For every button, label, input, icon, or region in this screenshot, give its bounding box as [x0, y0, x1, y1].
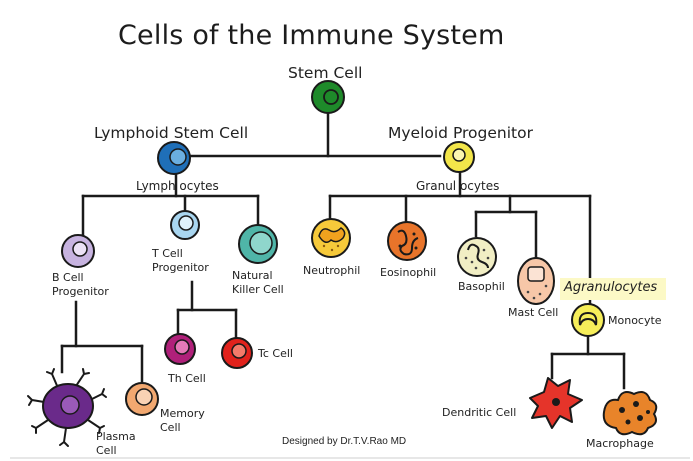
- lymphocytes-label: Lymph ocytes: [136, 179, 219, 193]
- natural-killer-cell-label: Natural Killer Cell: [232, 269, 284, 296]
- neutrophil-icon: [311, 218, 351, 258]
- eosinophil-label: Eosinophil: [380, 266, 437, 279]
- designer-credit: Designed by Dr.T.V.Rao MD: [282, 436, 407, 447]
- myeloid-progenitor-icon: [443, 141, 475, 173]
- dendritic-cell-icon: [529, 377, 583, 429]
- agranulocytes-callout: Agranulocytes: [560, 278, 666, 300]
- t-cell-progenitor-icon: [170, 210, 200, 240]
- page-title: Cells of the Immune System: [118, 20, 505, 51]
- granulocytes-label: Granul ocytes: [416, 179, 500, 193]
- connector-lines: [60, 112, 626, 390]
- th-cell-label: Th Cell: [168, 372, 206, 385]
- macrophage-icon: [602, 391, 658, 436]
- myeloid-progenitor-label: Myeloid Progenitor: [388, 124, 533, 142]
- th-cell-icon: [164, 333, 196, 365]
- mast-cell-icon: [517, 257, 555, 305]
- tc-cell-icon: [221, 337, 253, 369]
- basophil-icon: [457, 237, 497, 277]
- basophil-label: Basophil: [458, 280, 505, 293]
- lymphoid-stem-cell-label: Lymphoid Stem Cell: [94, 124, 249, 142]
- memory-cell-label: Memory Cell: [160, 407, 205, 434]
- macrophage-label: Macrophage: [586, 437, 654, 450]
- neutrophil-label: Neutrophil: [303, 264, 361, 277]
- dendritic-cell-label: Dendritic Cell: [442, 406, 517, 419]
- monocyte-label: Monocyte: [608, 314, 662, 327]
- monocyte-icon: [571, 303, 605, 337]
- eosinophil-icon: [387, 221, 427, 261]
- plasma-cell-label: Plasma Cell: [96, 430, 136, 457]
- stem-cell-icon: [311, 80, 345, 114]
- b-cell-progenitor-icon: [61, 234, 95, 268]
- mast-cell-label: Mast Cell: [508, 306, 559, 319]
- b-cell-progenitor-label: B Cell Progenitor: [52, 271, 109, 298]
- memory-cell-icon: [125, 382, 159, 416]
- natural-killer-cell-icon: [238, 224, 278, 264]
- tc-cell-label: Tc Cell: [258, 347, 293, 360]
- agranulocytes-label: Agranulocytes: [564, 280, 658, 295]
- t-cell-progenitor-label: T Cell Progenitor: [152, 247, 209, 274]
- plasma-cell-icon: [27, 368, 107, 447]
- stem-cell-label: Stem Cell: [288, 64, 363, 82]
- lymphoid-stem-cell-icon: [157, 141, 191, 175]
